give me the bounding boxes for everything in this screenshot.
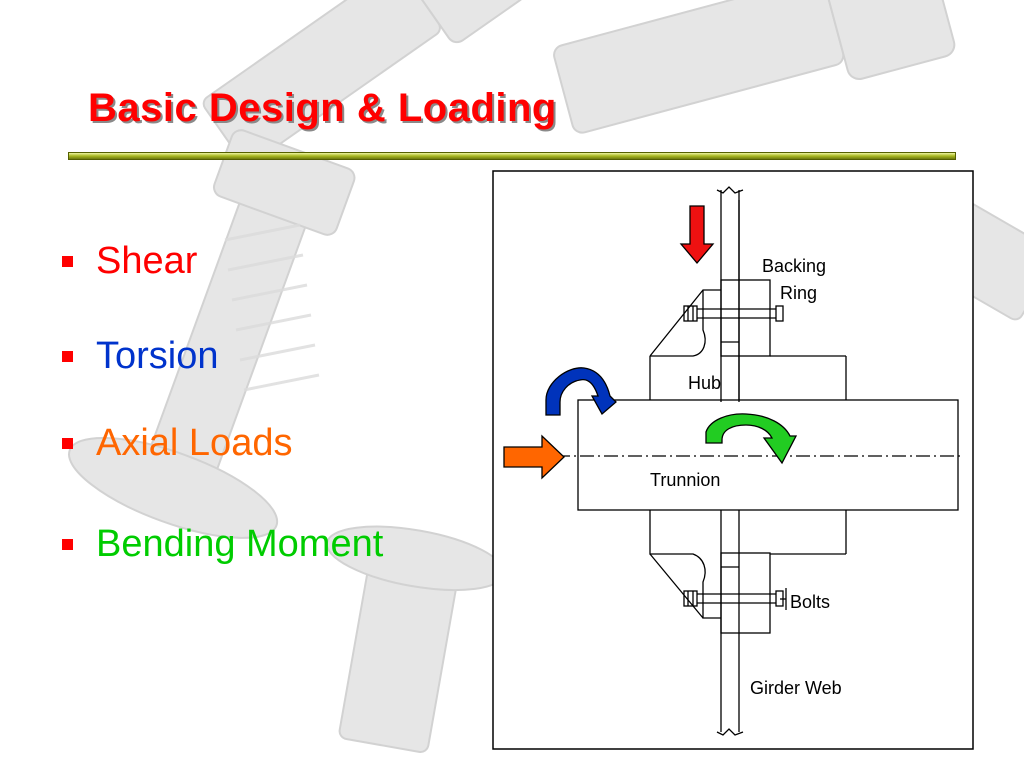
diagram-frame (492, 170, 974, 750)
bullet-text: Shear (96, 240, 198, 282)
label-bolts: Bolts (790, 592, 830, 612)
bullet-square-icon (62, 438, 73, 449)
bolt-upper (683, 305, 784, 322)
slide-title: Basic Design & Loading (88, 86, 557, 130)
bullet-text: Torsion (96, 335, 219, 377)
bullet-square-icon (62, 256, 73, 267)
bolt-lower (683, 590, 784, 607)
label-trunnion: Trunnion (650, 470, 720, 490)
bullet-text: Bending Moment (96, 523, 384, 565)
label-backing-ring-line2: Ring (780, 283, 817, 303)
label-girder-web: Girder Web (750, 678, 842, 698)
axial-arrow-icon (503, 434, 565, 480)
bullet-text: Axial Loads (96, 422, 293, 464)
hub (649, 289, 847, 619)
title-underline (68, 152, 956, 160)
trunnion-diagram: Backing Ring Hub Trunnion Bolts Girder W… (492, 170, 974, 750)
label-backing-ring-line1: Backing (762, 256, 826, 276)
bullet-square-icon (62, 539, 73, 550)
torsion-arrow-icon (545, 367, 617, 416)
bullet-square-icon (62, 351, 73, 362)
label-hub: Hub (688, 373, 721, 393)
trunnion (577, 399, 959, 511)
bending-arrow-icon (705, 413, 798, 465)
shear-arrow-icon (679, 205, 715, 265)
